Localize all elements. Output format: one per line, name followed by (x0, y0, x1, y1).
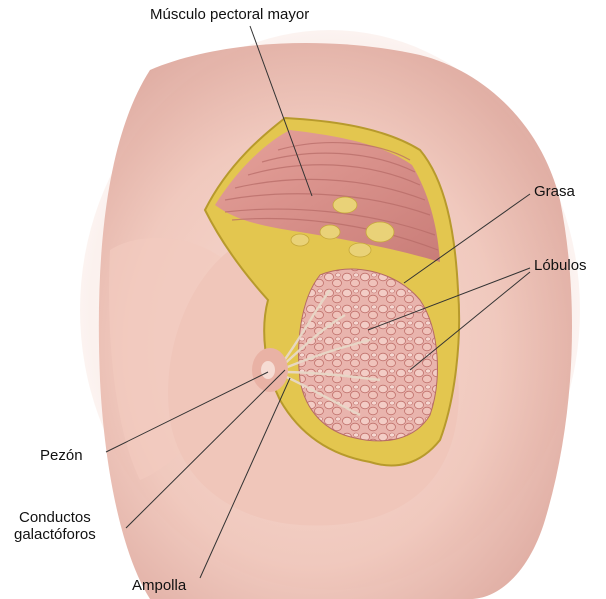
label-pectoral-muscle: Músculo pectoral mayor (150, 6, 309, 23)
label-ducts-line1: Conductos (14, 509, 96, 526)
label-fat: Grasa (534, 183, 575, 200)
label-lobules: Lóbulos (534, 257, 587, 274)
nipple (261, 361, 275, 379)
label-ampulla: Ampolla (132, 577, 186, 594)
label-nipple: Pezón (40, 447, 83, 464)
label-lactiferous-ducts: Conductos galactóforos (14, 509, 96, 544)
label-ducts-line2: galactóforos (14, 526, 96, 543)
